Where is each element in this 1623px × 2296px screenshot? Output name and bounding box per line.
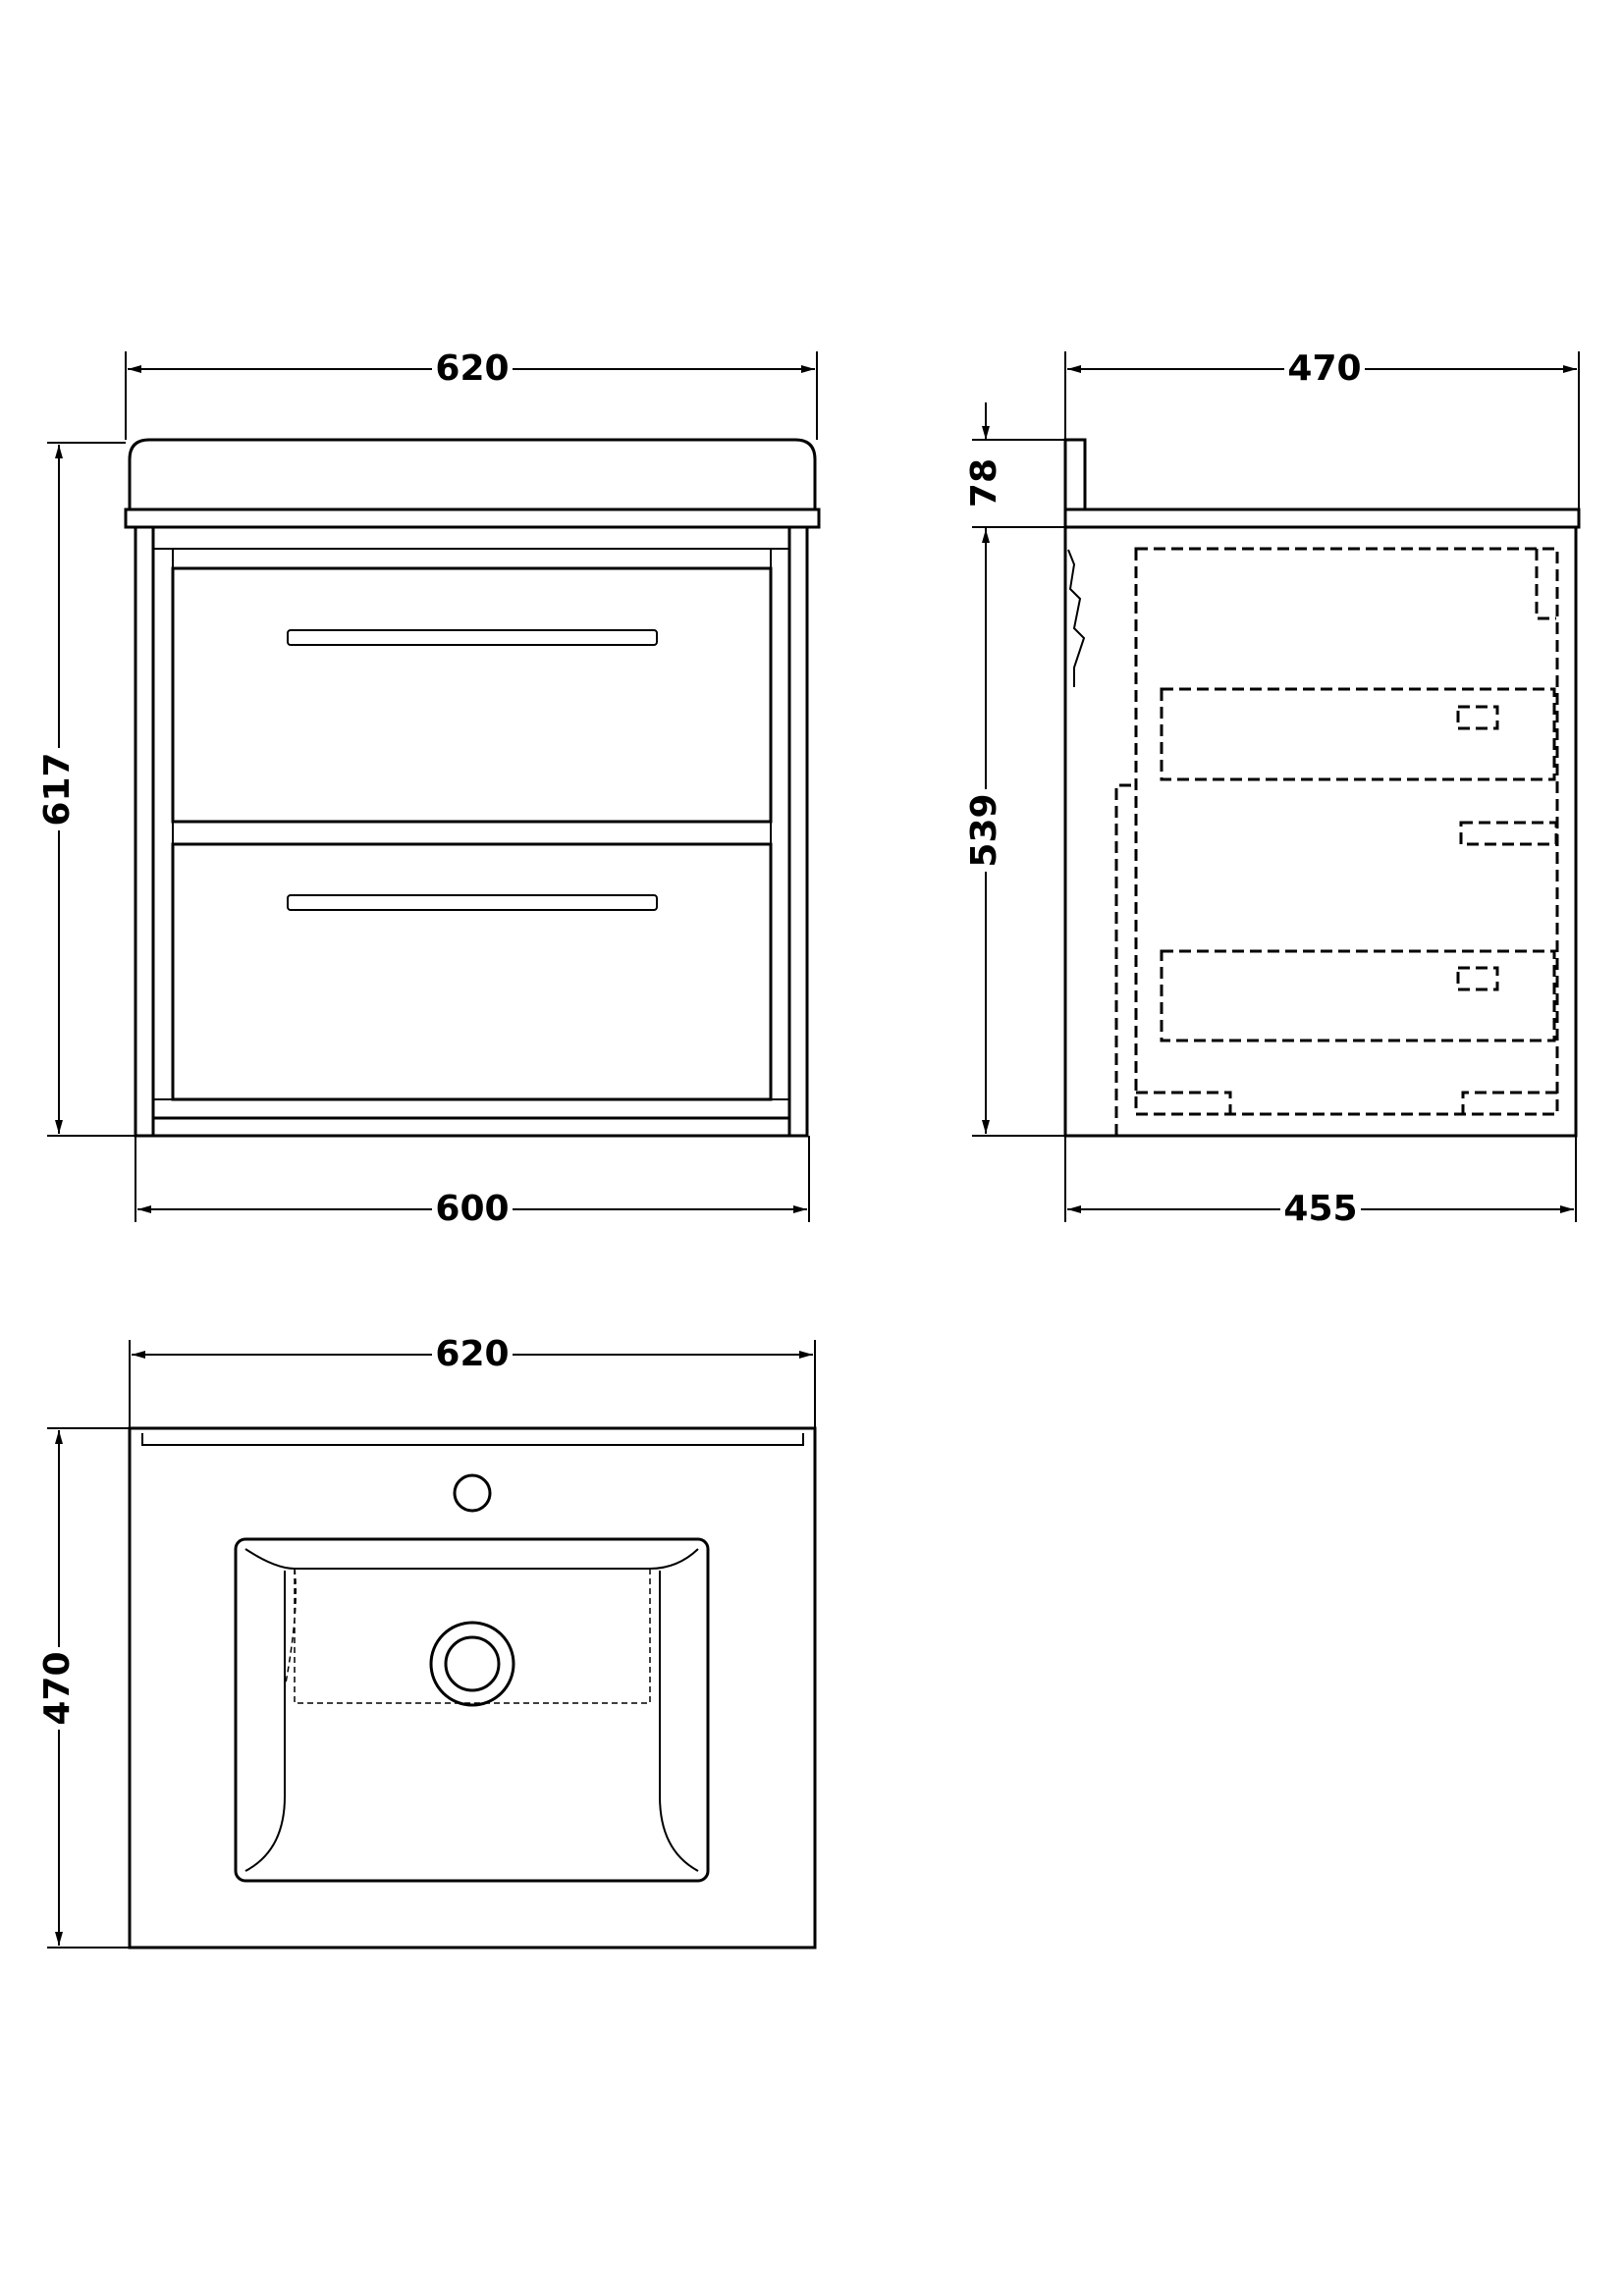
waste-outer bbox=[429, 1621, 515, 1707]
dimension-plan-width-620: 620 bbox=[435, 1334, 509, 1374]
left-leg bbox=[134, 525, 155, 1138]
dimension-plan-depth-470: 470 bbox=[37, 1651, 78, 1725]
countertop bbox=[124, 507, 821, 529]
upstand bbox=[1063, 438, 1087, 511]
top-rail bbox=[152, 526, 790, 550]
waste-inner bbox=[444, 1635, 501, 1692]
tap-hole bbox=[453, 1473, 492, 1513]
drawer-top bbox=[171, 566, 773, 824]
dimension-upstand-78: 78 bbox=[964, 458, 1004, 507]
dimension-width-600: 600 bbox=[435, 1189, 509, 1229]
dimension-depth-470: 470 bbox=[1287, 348, 1361, 389]
drawer-bottom-handle bbox=[287, 894, 658, 911]
hidden-drawer-bottom bbox=[1160, 949, 1556, 1042]
countertop-side bbox=[1063, 507, 1581, 529]
wall-bracket bbox=[1067, 549, 1086, 687]
drawer-top-handle bbox=[287, 629, 658, 646]
drawer-bottom bbox=[171, 842, 773, 1101]
basin-rear-lip bbox=[141, 1433, 804, 1446]
dimension-height-617: 617 bbox=[37, 752, 78, 826]
bowl-outline bbox=[234, 1537, 710, 1883]
basin-outline bbox=[128, 1426, 817, 1949]
right-leg bbox=[787, 525, 809, 1138]
bottom-rail bbox=[151, 1116, 791, 1138]
side-view: 470 78 539 455 bbox=[964, 348, 1581, 1229]
plan-view: 620 470 bbox=[37, 1334, 817, 1949]
front-view: 620 617 600 bbox=[37, 348, 821, 1229]
hidden-carcass bbox=[1134, 547, 1559, 1116]
hidden-drawer-top bbox=[1160, 687, 1556, 781]
cabinet-side bbox=[1063, 525, 1578, 1138]
dimension-width-620: 620 bbox=[435, 348, 509, 389]
basin-top bbox=[128, 438, 817, 509]
dimension-height-539: 539 bbox=[964, 793, 1004, 867]
dimension-depth-455: 455 bbox=[1283, 1189, 1357, 1229]
